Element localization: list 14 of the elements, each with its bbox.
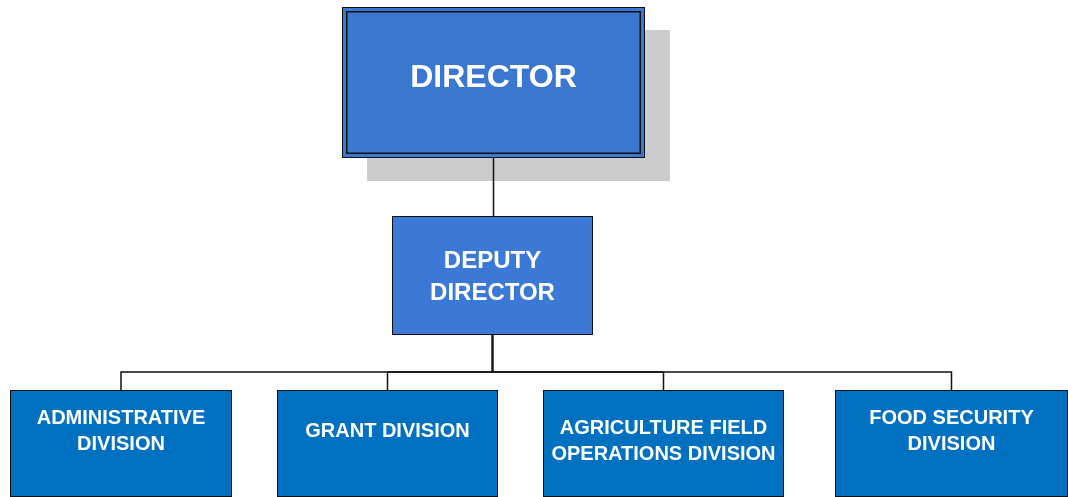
division-box <box>543 390 784 497</box>
node-label: ADMINISTRATIVE DIVISION <box>35 404 207 456</box>
node-label: FOOD SECURITY DIVISION <box>868 404 1035 456</box>
node-label: GRANT DIVISION <box>305 417 470 443</box>
connector-line <box>491 334 953 391</box>
division-box <box>10 390 232 497</box>
connector-line <box>492 157 495 217</box>
deputy-box <box>392 216 593 335</box>
division-box <box>277 390 498 497</box>
node-label: DIRECTOR <box>410 56 577 96</box>
node-label: AGRICULTURE FIELD OPERATIONS DIVISION <box>550 414 777 466</box>
node-label: DEPUTY DIRECTOR <box>429 245 556 307</box>
division-box <box>835 390 1068 497</box>
director-box <box>342 7 645 158</box>
